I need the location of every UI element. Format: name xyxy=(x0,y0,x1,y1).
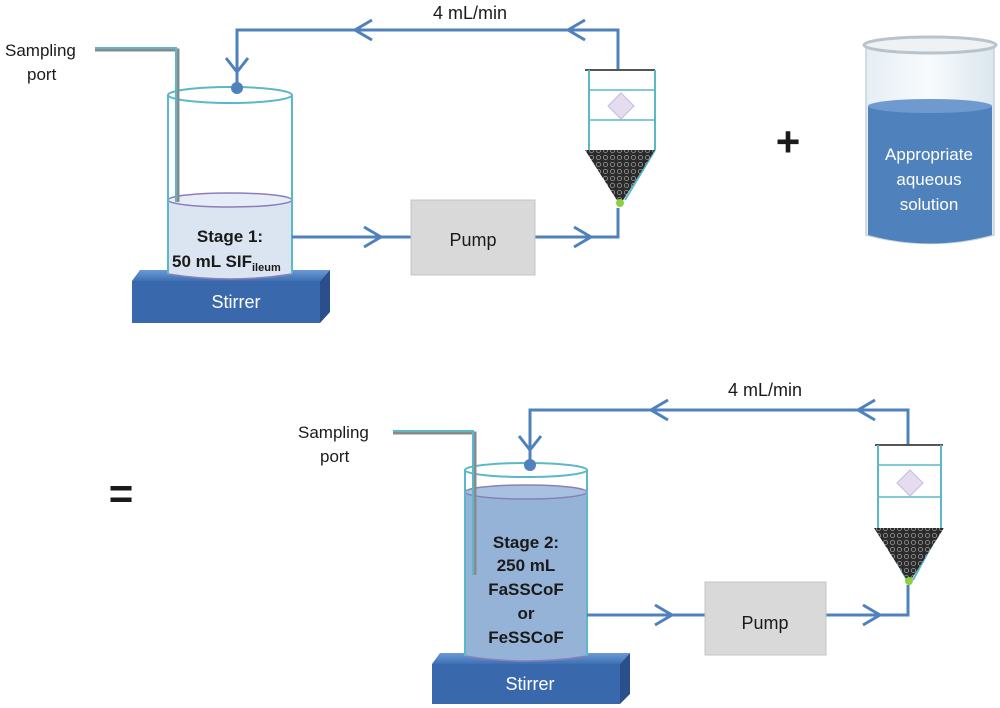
stage1-vessel-subscript: ileum xyxy=(252,262,281,274)
stage2-feed-line xyxy=(587,585,910,627)
stage2-stirrer-label: Stirrer xyxy=(506,674,555,694)
arrow-left-icon xyxy=(352,18,373,42)
stage2-system: Stirrer Stage 2: 250 mL FaSSCoF or FeSSC… xyxy=(298,380,944,704)
tablet-icon xyxy=(896,469,924,497)
stage2-pump: Pump xyxy=(704,581,827,656)
stage1-sampling-label-2: port xyxy=(27,65,57,84)
stage1-vessel: Stage 1: 50 mL SIFileum xyxy=(167,86,293,280)
stage1-stirrer-label: Stirrer xyxy=(212,292,261,312)
aqueous-solution-beaker: Appropriate aqueous solution xyxy=(862,35,998,245)
stage2-vessel-medium-2: FeSSCoF xyxy=(488,628,564,647)
stage2-sampling-port: Sampling port xyxy=(298,423,477,575)
stage2-vessel: Stage 2: 250 mL FaSSCoF or FeSSCoF xyxy=(464,462,588,662)
stage1-pump: Pump xyxy=(410,199,536,276)
plus-sign: + xyxy=(776,118,801,165)
stage2-return-line: 4 mL/min xyxy=(517,380,910,471)
stage1-sampling-label-1: Sampling xyxy=(5,41,76,60)
arrow-left-icon xyxy=(648,398,669,422)
stage1-feed-line xyxy=(292,208,620,249)
arrow-down-icon xyxy=(224,57,250,75)
stage2-flow-rate: 4 mL/min xyxy=(728,380,802,400)
stage1-stirrer: Stirrer xyxy=(132,270,330,323)
stage1-vessel-volume: 50 mL SIF xyxy=(172,252,252,271)
stage1-pump-label: Pump xyxy=(449,230,496,250)
arrow-right-icon xyxy=(363,225,384,249)
stage1-vessel-content: 50 mL SIFileum xyxy=(172,252,281,274)
beaker-label-1: Appropriate xyxy=(885,145,973,164)
stage2-vessel-or: or xyxy=(518,604,535,623)
stage1-vessel-title: Stage 1: xyxy=(197,227,263,246)
stage1-sampling-port: Sampling port xyxy=(5,41,180,202)
stage2-sampling-label-2: port xyxy=(320,447,350,466)
stage2-vessel-title: Stage 2: xyxy=(493,533,559,552)
arrow-right-icon xyxy=(573,225,594,249)
arrow-left-icon xyxy=(855,398,876,422)
inlet-dot-icon xyxy=(231,82,243,94)
stage2-vessel-volume: 250 mL xyxy=(497,556,556,575)
beaker-label-3: solution xyxy=(900,195,959,214)
inlet-dot-icon xyxy=(524,459,536,471)
stage2-pump-label: Pump xyxy=(741,613,788,633)
arrow-right-icon xyxy=(862,603,883,627)
stage2-vessel-medium-1: FaSSCoF xyxy=(488,580,564,599)
stage2-sampling-label-1: Sampling xyxy=(298,423,369,442)
arrow-right-icon xyxy=(654,603,675,627)
stage1-return-line: 4 mL/min xyxy=(224,3,620,94)
stage1-filter-cell xyxy=(585,69,656,207)
equals-sign: = xyxy=(109,470,134,517)
arrow-left-icon xyxy=(565,18,586,42)
arrow-down-icon xyxy=(517,435,543,453)
beaker-label-2: aqueous xyxy=(896,170,961,189)
stage2-filter-cell xyxy=(874,444,944,585)
tablet-icon xyxy=(607,92,635,120)
stage1-system: Stirrer Stage 1: 50 mL SIFileum Sampling… xyxy=(5,3,656,323)
stage1-flow-rate: 4 mL/min xyxy=(433,3,507,23)
